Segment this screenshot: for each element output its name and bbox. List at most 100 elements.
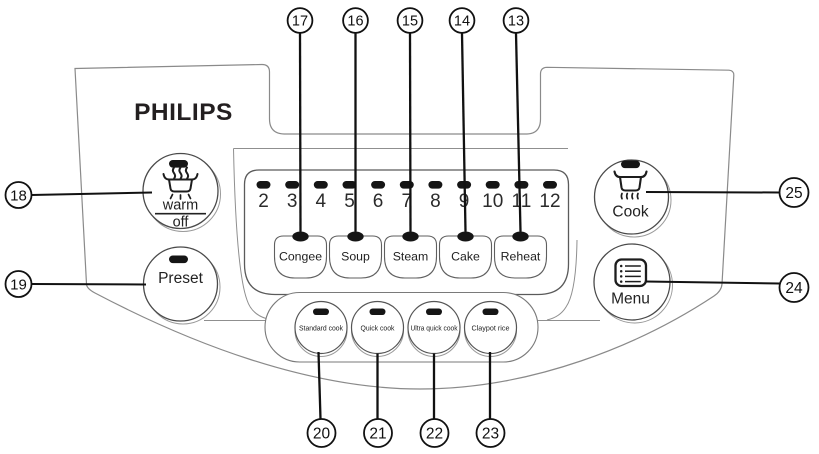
- cook-button-leds: [313, 308, 499, 315]
- callout-14-num: 14: [454, 14, 470, 30]
- steam-led: [402, 231, 419, 242]
- program-button-leds: [292, 231, 529, 242]
- philips-logo: PHILIPS: [134, 99, 233, 126]
- callout-line-25: [645, 191, 780, 194]
- callout-numbers: 17 16 15 14 13 18 19 25 24 20 21 22 23: [10, 14, 803, 443]
- callout-line-15: [408, 33, 412, 232]
- cook-label: Cook: [612, 204, 648, 221]
- callout-18: [4, 181, 33, 209]
- hour-led-12: [543, 181, 557, 189]
- hour-label-11: 11: [512, 191, 532, 212]
- cook-button-labels: Standard cook Quick cook Ultra quick coo…: [299, 326, 510, 333]
- standard-cook-button[interactable]: [294, 300, 348, 355]
- program-button-reheat[interactable]: [493, 235, 548, 279]
- menu-list-icon: [614, 258, 648, 288]
- callout-20: [306, 418, 337, 448]
- menu-label: Menu: [611, 291, 650, 308]
- callout-22: [419, 418, 450, 448]
- hour-label-6: 6: [373, 191, 384, 212]
- callout-bubbles: [4, 7, 810, 448]
- hour-led-row: [256, 181, 557, 189]
- callout-line-20: [317, 351, 322, 420]
- callout-line-14: [460, 33, 467, 232]
- keep-warm-icon: [162, 166, 199, 200]
- ultra-quick-cook-label: Ultra quick cook: [411, 326, 458, 333]
- lid-seam-left: [233, 148, 267, 319]
- program-button-cake[interactable]: [438, 235, 493, 279]
- callout-19: [4, 270, 33, 298]
- callout-24: [778, 272, 810, 303]
- soup-led: [347, 231, 364, 242]
- callout-13-num: 13: [508, 14, 524, 30]
- preset-label: Preset: [158, 270, 203, 287]
- callout-15: [396, 7, 424, 34]
- program-button-row: [273, 235, 548, 279]
- hour-led-10: [485, 181, 500, 189]
- callout-21-num: 21: [369, 425, 386, 442]
- callout-19-num: 19: [10, 276, 27, 293]
- off-label: off: [173, 215, 190, 231]
- callout-16-num: 16: [347, 14, 363, 30]
- callout-17: [286, 7, 314, 34]
- hour-led-5: [342, 181, 357, 189]
- program-button-labels: Congee Soup Steam Cake Reheat: [279, 250, 541, 264]
- program-button-soup[interactable]: [328, 235, 383, 279]
- quick-cook-label: Quick cook: [361, 326, 395, 333]
- callout-15-num: 15: [402, 14, 418, 30]
- callout-16: [342, 7, 369, 34]
- program-button-steam[interactable]: [383, 235, 438, 279]
- hour-label-7: 7: [402, 191, 413, 212]
- keep-warm-led: [169, 160, 188, 168]
- soup-label: Soup: [341, 250, 370, 264]
- ultra-quick-led: [426, 308, 442, 315]
- quick-cook-led: [369, 308, 386, 315]
- steam-label: Steam: [393, 250, 429, 264]
- cake-label: Cake: [451, 250, 480, 264]
- hour-label-4: 4: [316, 191, 327, 212]
- callout-24-num: 24: [785, 280, 803, 297]
- congee-label: Congee: [279, 250, 322, 264]
- standard-cook-label: Standard cook: [299, 326, 343, 333]
- hour-label-5: 5: [344, 191, 355, 212]
- program-button-congee[interactable]: [273, 235, 328, 279]
- hour-led-7: [399, 181, 414, 189]
- callout-20-num: 20: [313, 425, 331, 442]
- hour-label-3: 3: [287, 191, 298, 212]
- reheat-label: Reheat: [501, 250, 541, 264]
- cook-led: [621, 160, 640, 169]
- hour-led-2: [256, 181, 271, 189]
- hour-led-8: [428, 181, 443, 189]
- claypot-rice-label: Claypot rice: [472, 326, 510, 333]
- hour-led-6: [371, 181, 386, 189]
- hour-led-11: [514, 181, 529, 189]
- callout-14: [448, 7, 476, 34]
- callout-18-num: 18: [10, 187, 27, 204]
- lid-seam-right: [546, 239, 578, 321]
- hour-led-4: [313, 181, 328, 189]
- callout-21: [363, 418, 393, 448]
- callout-13: [502, 7, 530, 34]
- hour-label-8: 8: [430, 191, 441, 212]
- callout-lines: [31, 33, 780, 420]
- claypot-led: [482, 308, 499, 315]
- warm-label: warm: [162, 198, 198, 214]
- congee-led: [292, 231, 309, 242]
- hour-label-10: 10: [482, 191, 503, 212]
- hour-label-2: 2: [258, 191, 269, 212]
- hour-led-3: [285, 181, 300, 189]
- cook-buttons: [294, 300, 518, 355]
- cook-pot-icon: [613, 170, 648, 200]
- callout-23-num: 23: [482, 425, 499, 442]
- callout-25: [778, 177, 810, 208]
- callout-line-24: [645, 280, 780, 285]
- cake-led: [457, 231, 474, 242]
- standard-cook-led: [313, 308, 329, 315]
- callout-line-17: [298, 33, 302, 232]
- callout-line-18: [31, 191, 153, 196]
- callout-17-num: 17: [292, 14, 308, 30]
- reheat-led: [512, 231, 529, 242]
- preset-led: [169, 255, 188, 264]
- callout-25-num: 25: [785, 185, 802, 202]
- callout-23: [475, 418, 506, 448]
